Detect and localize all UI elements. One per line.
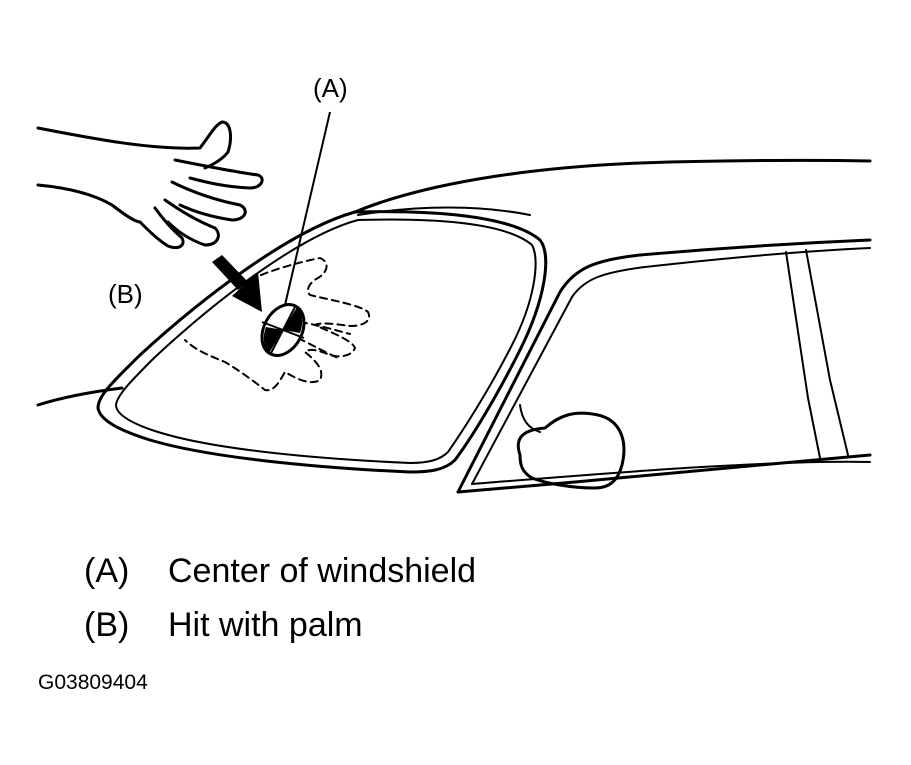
legend-key-b: (B) (84, 606, 130, 644)
windshield-illustration (36, 111, 872, 494)
roof-line (353, 158, 872, 214)
legend-text-a: Center of windshield (168, 552, 477, 590)
hand-finger-3 (163, 198, 220, 247)
callout-label-a: (A) (313, 73, 348, 103)
hand-outline-top (36, 120, 232, 170)
mirror-arm (519, 404, 541, 433)
hood-line (36, 386, 124, 407)
center-target-icon (260, 303, 306, 357)
palm-dashed-outline (184, 256, 370, 392)
windshield-outer (96, 210, 548, 474)
hand-finger-2 (170, 180, 247, 222)
b-pillar-front (785, 251, 821, 459)
door-bottom-inner (471, 460, 871, 485)
legend-text-b: Hit with palm (168, 606, 363, 644)
legend-item-a: (A) Center of windshield (84, 554, 476, 588)
door-bottom-line (456, 453, 872, 494)
arrow-shaft (212, 255, 248, 290)
callout-a-leader (284, 111, 331, 306)
palm-dashed-finger-line-2 (297, 337, 339, 359)
side-mirror (516, 411, 626, 490)
hand-outline-bottom (36, 183, 142, 224)
hand-finger-4 (138, 206, 185, 250)
b-pillar-rear (805, 249, 849, 456)
arrow-head (232, 272, 262, 312)
side-window-frame (456, 238, 872, 494)
windshield-inner (115, 218, 537, 464)
side-window-frame-inner (471, 247, 871, 485)
callout-label-b: (B) (108, 279, 143, 309)
hand-finger-1 (173, 158, 264, 190)
legend-item-b: (B) Hit with palm (84, 608, 363, 642)
legend-key-a: (A) (84, 552, 130, 590)
figure-code: G03809404 (38, 671, 148, 694)
